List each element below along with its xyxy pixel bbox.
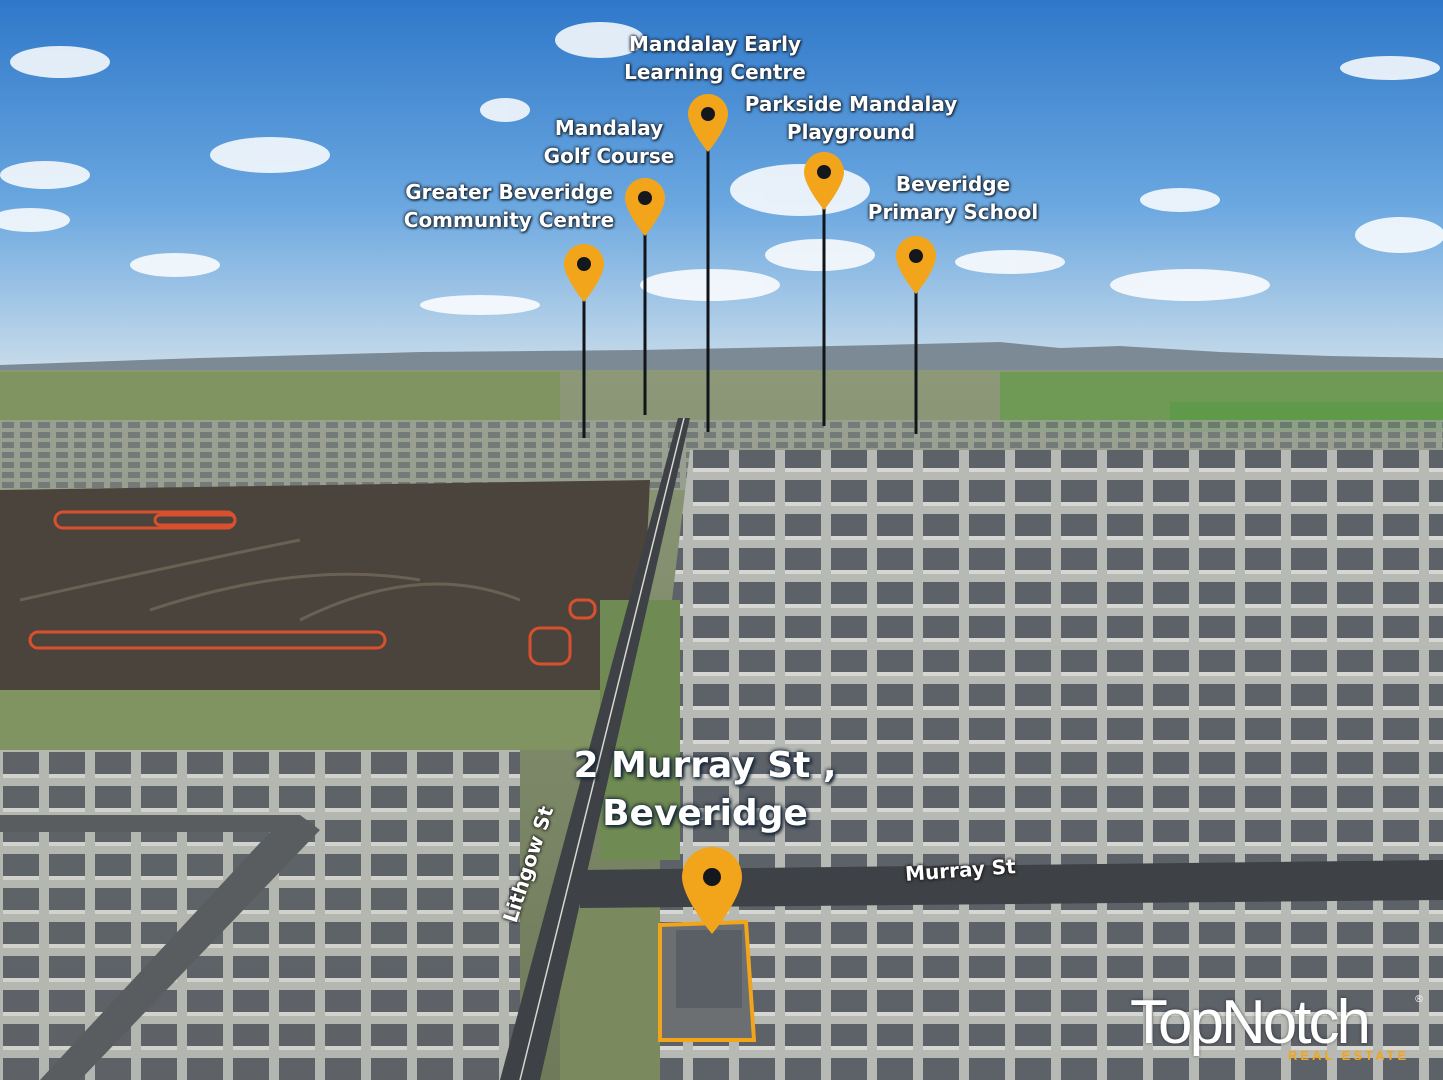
farmland-left	[0, 372, 560, 420]
property-roof	[676, 930, 742, 1008]
map-pin-icon	[688, 94, 728, 152]
pin-line	[582, 296, 586, 438]
grass-lot	[0, 690, 600, 750]
poi-label: Beveridge Primary School	[867, 172, 1039, 224]
dirt-tracks	[19, 538, 521, 622]
suburb-left	[0, 740, 520, 1080]
map-pin-icon	[625, 178, 665, 236]
sky	[0, 0, 1443, 370]
map-pin-icon	[804, 152, 844, 210]
murray-road	[580, 860, 1443, 908]
earthwork-tracks	[28, 510, 597, 666]
poi-label: Mandalay Early Learning Centre	[624, 32, 806, 84]
pin-line	[822, 204, 826, 426]
pin-line	[914, 288, 918, 434]
suburb-right	[660, 450, 1443, 1080]
map-pin-icon	[896, 236, 936, 294]
topnotch-logo: TopNotch ® REAL ESTATE	[1130, 990, 1430, 1070]
property-address: 2 Murray St , Beveridge	[573, 742, 836, 838]
logo-wordmark: TopNotch	[1130, 988, 1371, 1057]
address-line-1: 2 Murray St ,	[573, 745, 837, 786]
poi-label: Greater Beveridge Community Centre	[403, 180, 615, 232]
poi-label: Parkside Mandalay Playground	[744, 92, 958, 144]
logo-registered-mark: ®	[1414, 994, 1424, 1005]
property-pin-icon[interactable]	[682, 846, 742, 938]
vacant-lot	[560, 900, 660, 1080]
clouds	[0, 22, 1443, 315]
address-line-2: Beveridge	[602, 793, 808, 834]
map-pin-icon	[564, 244, 604, 302]
side-road	[0, 815, 320, 1080]
logo-subtitle: REAL ESTATE	[1288, 1048, 1410, 1063]
pin-line	[643, 230, 647, 415]
pin-line	[706, 146, 710, 432]
construction-site	[0, 480, 650, 690]
lithgow-road-edge	[519, 417, 685, 1080]
poi-label: Mandalay Golf Course	[543, 116, 675, 168]
